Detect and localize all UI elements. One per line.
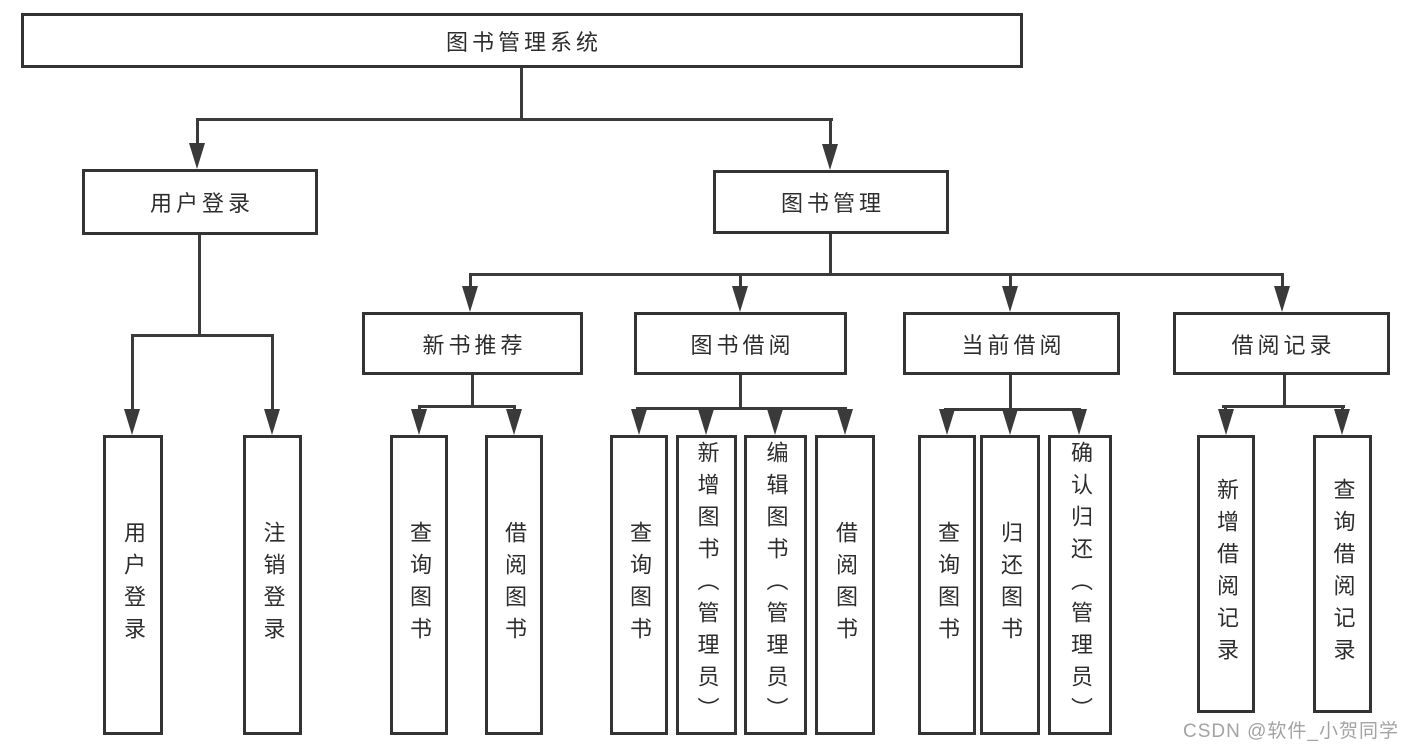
node-user-login: 用户登录 [82,169,318,235]
connector-login-right-stub [271,334,274,412]
arrow-to-leaf-rec-add [1218,409,1234,435]
leaf-logout-label: 注销登录 [260,521,286,649]
connector-newb-stem [471,375,474,407]
arrow-to-leaf-rec-query [1334,409,1350,435]
connector-root-bar [197,118,833,121]
leaf-current-return-books: 归还图书 [980,435,1040,735]
connector-borrow-bar [636,407,847,410]
connector-records-stem [1283,375,1286,407]
connector-borrow-stem [739,375,742,409]
leaf-current-confirm-return-admin: 确认归还（管理员） [1048,435,1112,735]
connector-current-stem [1009,375,1012,410]
leaf-current-return-books-label: 归还图书 [998,521,1023,649]
leaf-newbook-query-books: 查询图书 [390,435,448,735]
node-book-borrow: 图书借阅 [634,312,847,375]
leaf-borrow-add-books-admin-label: 新增图书（管理员） [694,441,720,729]
leaf-records-add-record: 新增借阅记录 [1197,435,1255,713]
leaf-user-login: 用户登录 [103,435,163,735]
connector-login-left-stub [131,334,134,412]
leaf-borrow-query-books: 查询图书 [610,435,668,735]
arrow-to-leaf-user-login [124,409,140,435]
arrow-to-leaf-cur-confirm [1071,409,1087,435]
connector-newb-bar [418,405,516,408]
arrow-to-borrow-records [1274,286,1290,312]
leaf-newbook-query-books-label: 查询图书 [407,521,432,649]
arrow-to-user-login [189,143,205,169]
arrow-to-leaf-bw-query [631,409,647,435]
leaf-current-confirm-return-admin-label: 确认归还（管理员） [1068,441,1093,729]
arrow-to-leaf-bw-add [698,409,714,435]
connector-mgmt-bar [469,273,1284,276]
connector-mgmt-current-stub [1009,273,1012,289]
arrow-to-leaf-bw-edit [767,409,783,435]
arrow-to-leaf-cur-return [1002,409,1018,435]
node-book-management: 图书管理 [713,170,949,234]
arrow-to-new-book-recommend [462,286,478,312]
connector-records-bar [1222,405,1345,408]
arrow-to-leaf-nb-borrow [506,409,522,435]
arrow-to-book-management [822,144,838,170]
leaf-records-query-record: 查询借阅记录 [1313,435,1372,713]
connector-login-bar [131,334,274,337]
connector-mgmt-newb-stub [469,273,472,289]
leaf-borrow-edit-books-admin: 编辑图书（管理员） [744,435,807,735]
leaf-user-login-label: 用户登录 [121,521,146,649]
leaf-records-query-record-label: 查询借阅记录 [1330,478,1356,670]
connector-root-stem [520,68,523,120]
node-new-book-recommend: 新书推荐 [362,312,583,375]
leaf-current-query-books: 查询图书 [918,435,976,735]
leaf-borrow-borrow-books-label: 借阅图书 [833,521,858,649]
arrow-to-book-borrow [732,286,748,312]
leaf-borrow-edit-books-admin-label: 编辑图书（管理员） [763,441,789,729]
connector-root-to-mgmt-stub [829,118,832,148]
connector-login-stem [198,235,201,336]
connector-root-to-login-stub [196,118,199,148]
arrow-to-leaf-bw-borrow [837,409,853,435]
node-current-borrow: 当前借阅 [903,312,1120,375]
leaf-borrow-borrow-books: 借阅图书 [815,435,875,735]
leaf-records-add-record-label: 新增借阅记录 [1214,478,1239,670]
node-root-system: 图书管理系统 [21,13,1023,68]
connector-mgmt-records-stub [1281,273,1284,289]
arrow-to-leaf-nb-query [411,409,427,435]
arrow-to-leaf-logout [264,409,280,435]
node-borrow-records: 借阅记录 [1173,312,1390,375]
connector-mgmt-borrow-stub [739,273,742,289]
leaf-newbook-borrow-books-label: 借阅图书 [502,521,527,649]
arrow-to-current-borrow [1002,286,1018,312]
arrow-to-leaf-cur-query [939,409,955,435]
leaf-newbook-borrow-books: 借阅图书 [485,435,543,735]
leaf-borrow-add-books-admin: 新增图书（管理员） [676,435,737,735]
leaf-borrow-query-books-label: 查询图书 [627,521,652,649]
connector-mgmt-stem [829,234,832,275]
csdn-watermark: CSDN @软件_小贺同学 [1183,721,1399,742]
leaf-logout: 注销登录 [243,435,302,735]
leaf-current-query-books-label: 查询图书 [935,521,960,649]
